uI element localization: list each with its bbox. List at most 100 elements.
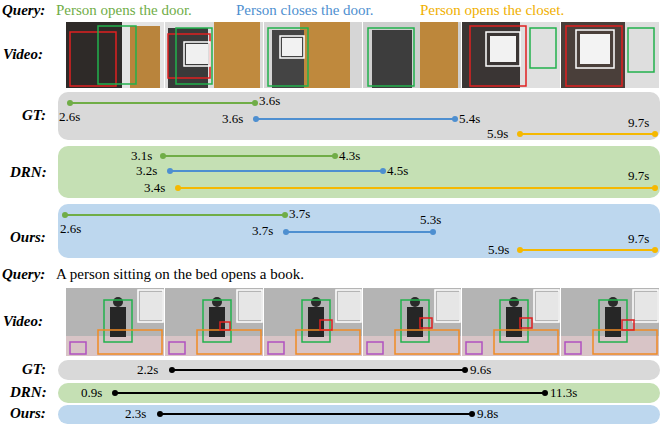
illustration-part: [534, 290, 559, 322]
time-label: 2.6s: [60, 222, 81, 236]
illustration-part: [168, 28, 208, 88]
illustration-part: [160, 153, 166, 159]
illustration-part: [435, 290, 460, 322]
illustration-part: [264, 288, 362, 356]
timeline-segments: [62, 100, 658, 253]
illustration-part: [66, 336, 164, 356]
time-label: 2.2s: [137, 363, 158, 377]
query-text: Person opens the door.: [56, 3, 192, 19]
illustration-part: [65, 214, 285, 216]
illustration-part: [332, 153, 338, 159]
time-label: 9.7s: [628, 116, 649, 130]
illustration-part: [430, 229, 436, 235]
illustration-part: [112, 390, 118, 396]
time-label: 3.6s: [259, 94, 280, 108]
illustration-part: [280, 36, 304, 58]
illustration-part: [178, 187, 655, 189]
illustration-part: [113, 297, 123, 307]
illustration-part: [66, 288, 164, 356]
illustration-part: [98, 26, 136, 84]
illustration-part: [470, 26, 526, 86]
illustration-part: [486, 32, 520, 66]
illustration-part: [165, 22, 263, 88]
illustration-part: [652, 185, 658, 191]
illustration-part: [176, 28, 212, 84]
time-label: 4.5s: [387, 164, 408, 178]
illustration-part: [160, 413, 472, 415]
illustration-part: [336, 290, 361, 322]
illustration-part: [62, 212, 68, 218]
illustration-part: [363, 288, 461, 356]
method-heading: GT:: [22, 362, 46, 378]
illustration-part: [264, 336, 362, 356]
illustration-part: [296, 330, 360, 354]
illustration-part: [283, 229, 289, 235]
time-label: 5.3s: [420, 213, 441, 227]
illustration-part: [466, 342, 482, 354]
illustration-part: [197, 330, 261, 354]
time-label: 5.4s: [459, 112, 480, 126]
illustration-part: [576, 30, 614, 68]
illustration-part: [494, 330, 558, 354]
illustration-part: [165, 288, 263, 356]
illustration-part: [239, 292, 261, 320]
illustration-part: [172, 369, 465, 371]
illustration-part: [565, 342, 581, 354]
illustration-part: [605, 307, 621, 337]
time-label: 5.9s: [488, 243, 509, 257]
illustration-part: [593, 330, 657, 354]
illustration-part: [625, 22, 659, 88]
illustration-part: [469, 411, 475, 417]
illustration-part: [561, 288, 659, 356]
illustration-part: [401, 300, 429, 342]
illustration-part: [372, 30, 412, 88]
illustration-part: [70, 32, 116, 86]
illustration-part: [272, 30, 304, 88]
time-label: 2.3s: [125, 407, 146, 421]
time-label: 9.7s: [628, 232, 649, 246]
illustration-part: [302, 300, 330, 342]
illustration-part: [140, 292, 162, 320]
illustration-part: [122, 22, 164, 88]
illustration-part: [282, 212, 288, 218]
illustration-part: [212, 297, 222, 307]
illustration-part: [452, 116, 458, 122]
time-label: 2.6s: [59, 110, 80, 124]
time-label: 0.9s: [81, 386, 102, 400]
query-text: A person sitting on the bed opens a book…: [56, 267, 304, 283]
illustration-part: [157, 411, 163, 417]
illustration-part: [66, 22, 164, 88]
illustration-part: [420, 318, 432, 328]
method-heading: Ours:: [10, 406, 46, 422]
illustration-part: [635, 292, 657, 320]
illustration-part: [214, 22, 260, 88]
illustration-part: [599, 300, 627, 342]
result-band: GT:2.6s3.6s3.6s5.4s5.9s9.7s: [58, 92, 660, 140]
illustration-part: [368, 28, 414, 86]
illustration-part: [264, 288, 362, 356]
illustration-part: [462, 336, 560, 356]
illustration-part: [165, 288, 263, 356]
illustration-part: [363, 288, 461, 356]
illustration-part: [186, 44, 208, 64]
method-heading: Ours:: [10, 230, 46, 246]
illustration-part: [363, 336, 461, 356]
illustration-part: [490, 36, 516, 62]
illustration-part: [420, 22, 458, 88]
illustration-part: [70, 342, 86, 354]
illustration-part: [566, 26, 622, 86]
video-frames-bottom: [66, 288, 659, 356]
illustration-part: [169, 367, 175, 373]
illustration-part: [67, 100, 73, 106]
illustration-part: [542, 390, 548, 396]
time-label: 11.3s: [550, 386, 577, 400]
illustration-part: [462, 288, 560, 356]
illustration-part: [462, 367, 468, 373]
row-heading: Query:: [2, 267, 45, 283]
method-heading: DRN:: [10, 165, 47, 181]
illustration-part: [520, 249, 655, 251]
illustration-part: [622, 320, 634, 330]
illustration-part: [282, 38, 302, 56]
illustration-part: [437, 292, 459, 320]
